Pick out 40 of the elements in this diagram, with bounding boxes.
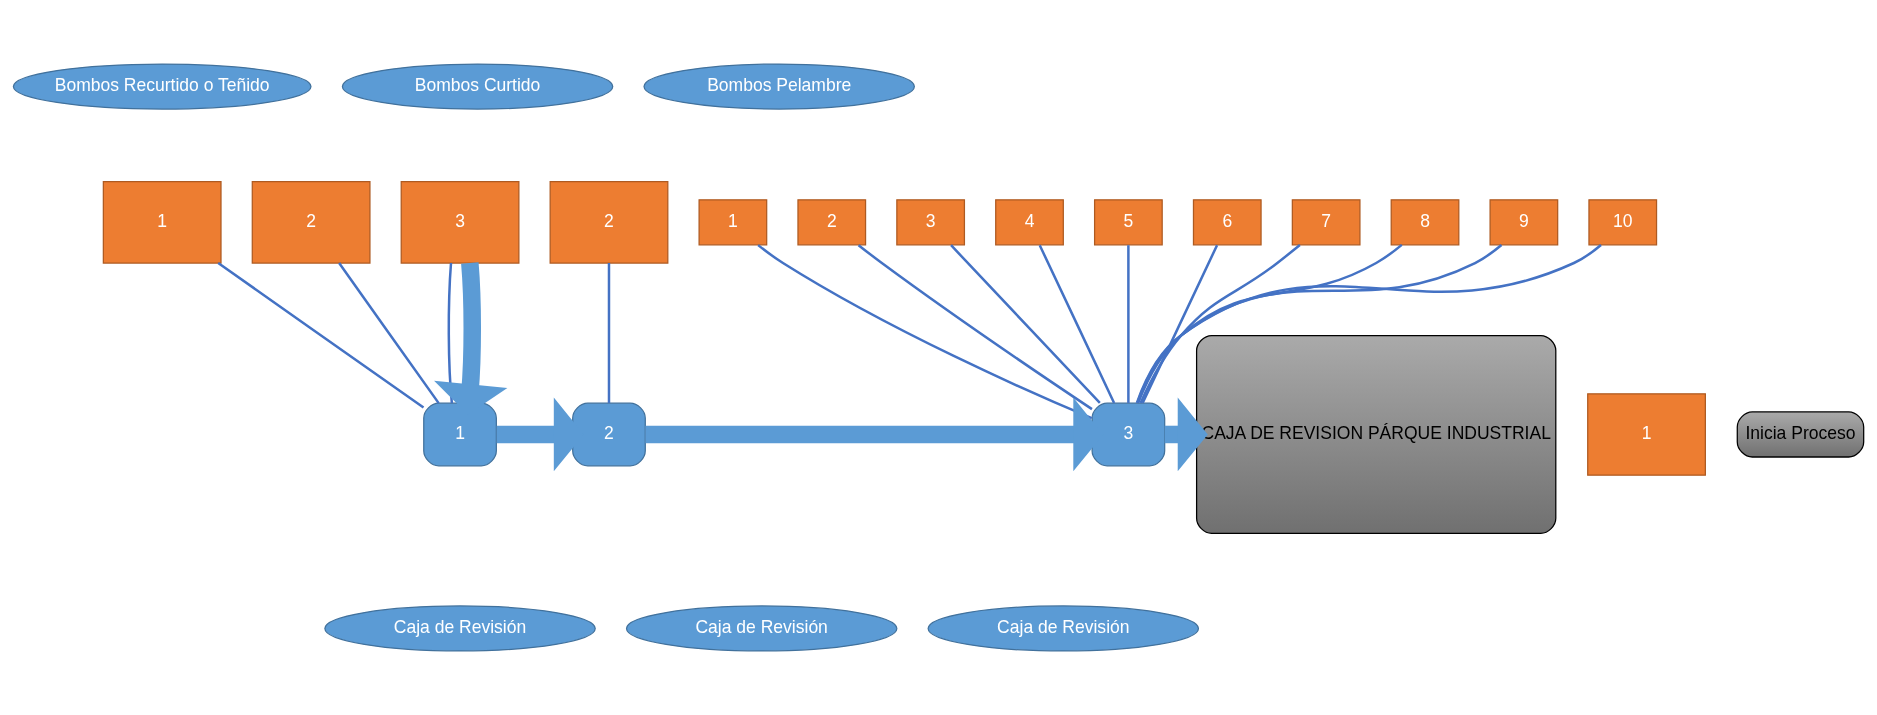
node-box: 3 <box>896 199 966 246</box>
node-ellipse: Caja de Revisión <box>625 605 898 652</box>
node-box: 1 <box>698 199 768 246</box>
connector <box>1136 243 1403 404</box>
connector <box>1127 245 1130 403</box>
node-ellipse: Bombos Pelambre <box>643 63 915 110</box>
node-box: 7 <box>1291 199 1361 246</box>
node-box: 2 <box>549 181 669 264</box>
node-box: 5 <box>1093 199 1163 246</box>
connector <box>607 263 611 404</box>
connector <box>447 262 454 404</box>
node-box: 3 <box>400 181 520 264</box>
connector <box>1038 244 1116 404</box>
node-box: 8 <box>1390 199 1460 246</box>
node-box: 6 <box>1192 199 1262 246</box>
connector <box>1135 244 1602 404</box>
node-box: 4 <box>995 199 1064 246</box>
node-box: 2 <box>797 199 867 246</box>
connector <box>338 262 440 404</box>
node-box: 1 <box>102 181 222 264</box>
connector <box>950 244 1101 404</box>
node-box: 2 <box>251 181 371 264</box>
node-ellipse: Caja de Revisión <box>324 605 596 652</box>
connector <box>1139 244 1301 404</box>
node-box: Inicia Proceso <box>1736 411 1865 458</box>
arrow <box>1164 397 1208 472</box>
node-box: 1 <box>423 402 497 467</box>
node-ellipse: Bombos Recurtido o Teñido <box>12 63 312 110</box>
node-box: 10 <box>1588 199 1658 246</box>
node-box: 9 <box>1489 199 1559 246</box>
connector <box>857 244 1093 411</box>
node-box: 1 <box>1587 393 1706 476</box>
connector <box>1141 244 1219 404</box>
node-ellipse: Bombos Curtido <box>341 63 614 110</box>
connector <box>217 262 425 409</box>
connector <box>757 244 1093 420</box>
node-box: 2 <box>572 402 646 467</box>
connector <box>1136 244 1503 404</box>
node-ellipse: Caja de Revisión <box>927 605 1200 652</box>
node-box: 3 <box>1091 402 1166 467</box>
